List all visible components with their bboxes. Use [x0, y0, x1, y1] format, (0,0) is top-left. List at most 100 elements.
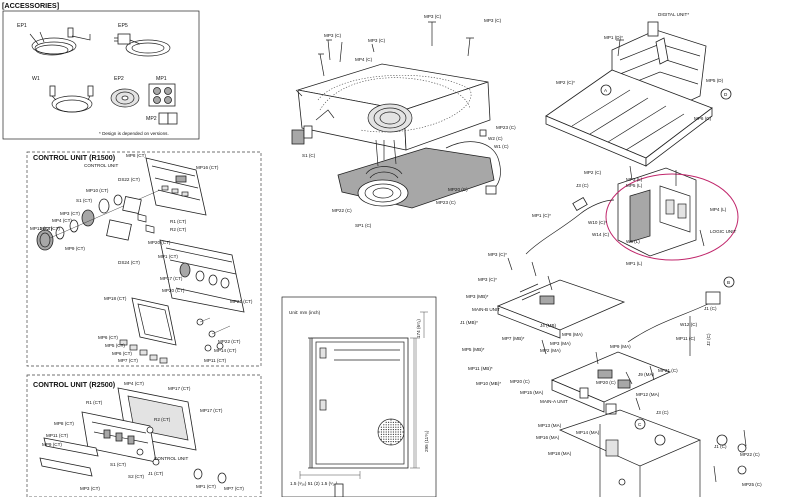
grille-hole	[390, 433, 392, 435]
grille-hole	[392, 431, 394, 433]
speaker-grille	[378, 419, 404, 445]
grille-hole	[400, 431, 402, 433]
lcd-bar-part	[39, 437, 99, 477]
grille-hole	[383, 433, 385, 435]
part-label: MP3 (C)*	[478, 277, 497, 282]
part-label: MP11 (MB)*	[468, 366, 493, 371]
grille-hole	[390, 419, 392, 421]
part-label: MP12 (MA)	[636, 392, 660, 397]
grille-hole	[395, 424, 397, 426]
part-label: MP21 (C)	[658, 368, 678, 373]
part-label: MP6 (CT)	[98, 335, 118, 340]
screw-part	[136, 426, 227, 484]
part-label: MP5 (CT)	[105, 343, 125, 348]
grille-hole	[385, 421, 387, 423]
knob-part	[36, 189, 161, 251]
chassis-frame-part	[559, 409, 701, 497]
part-label: MP4 (L)	[710, 207, 727, 212]
part-label: R2 (CT)	[154, 417, 171, 422]
grille-hole	[395, 433, 397, 435]
part-label: MP20 (CT)	[162, 288, 185, 293]
control-r1500-title: CONTROL UNIT (R1500)	[33, 153, 116, 162]
part-label: MP10 (MB)*	[476, 381, 501, 386]
grille-hole	[383, 431, 385, 433]
grille-hole	[395, 421, 397, 423]
accessory-label: MP1	[156, 76, 167, 82]
part-label: MP20 (C)	[448, 187, 468, 192]
part-label: MP6 (C)	[694, 116, 712, 121]
dimension-side-a: 174 (6⁷⁄₈)	[416, 319, 421, 338]
grille-hole	[395, 431, 397, 433]
part-label: MP14 (CT)	[214, 348, 237, 353]
callout-c: C	[638, 422, 642, 427]
part-label: MP22 (C)	[740, 452, 760, 457]
part-label: MP25 (C)	[742, 482, 762, 487]
part-label: MP22 (CT)	[218, 339, 241, 344]
grille-hole	[390, 438, 392, 440]
part-label: R2 (CT)	[170, 227, 187, 232]
dimension-unit: Unit: mm (inch)	[289, 310, 321, 315]
grille-hole	[397, 438, 399, 440]
grille-hole	[388, 429, 390, 431]
mp1-rubber-feet-icon	[148, 83, 176, 107]
grille-hole	[388, 431, 390, 433]
grille-hole	[390, 436, 392, 438]
part-label: MP3 (CT)	[80, 486, 100, 491]
part-label: J3 (C)	[576, 183, 589, 188]
grille-hole	[400, 424, 402, 426]
part-label: MP1 (L)	[626, 261, 643, 266]
grille-hole	[390, 424, 392, 426]
ep5-ac-adapter-icon	[114, 33, 171, 57]
part-label: MP8 (CT)	[54, 421, 74, 426]
grille-hole	[390, 429, 392, 431]
part-label: J1 (MB)*	[460, 320, 478, 325]
grille-hole	[380, 438, 382, 440]
grille-hole	[390, 443, 392, 445]
grille-hole	[380, 426, 382, 428]
part-label: J1 (C)	[714, 444, 727, 449]
grille-hole	[395, 441, 397, 443]
part-label: MP23 (C)	[496, 125, 516, 130]
part-label: MP21 (CT)	[230, 299, 253, 304]
part-label: S1 (C)	[302, 153, 316, 158]
grille-hole	[400, 436, 402, 438]
part-label: DS22 (CT)	[118, 177, 140, 182]
grille-hole	[397, 426, 399, 428]
accessory-label: EP1	[17, 23, 27, 29]
screw-part	[507, 39, 747, 483]
part-label: MP4 (CT)	[52, 218, 72, 223]
dimension-drawing-panel: Unit: mm (inch) 174 (6⁷⁄₈) 295 (11⁵⁄₈) 1…	[281, 296, 437, 497]
grille-hole	[397, 421, 399, 423]
part-label: MP17 (CT)	[160, 276, 183, 281]
part-label: MP17 (CT)	[200, 408, 223, 413]
grille-hole	[400, 433, 402, 435]
grille-hole	[390, 441, 392, 443]
part-label: MP3 (MB)*	[466, 294, 489, 299]
part-label: S1 (CT)	[76, 198, 93, 203]
part-label: MP13 (MA)	[538, 423, 562, 428]
part-label: MP7 (CT)	[118, 358, 138, 363]
accessory-label: MP2	[146, 116, 157, 122]
grille-hole	[388, 421, 390, 423]
screw-part	[295, 21, 474, 167]
bottom-panel-part	[131, 297, 177, 346]
accessories-title: [ACCESSORIES]	[2, 1, 59, 10]
grille-hole	[392, 441, 394, 443]
callout-a: A	[604, 88, 608, 93]
part-label: MP22 (C)	[332, 208, 352, 213]
grille-hole	[392, 426, 394, 428]
top-cover-assembly: MP3 (C) MP3 (C) MP3 (C) MP3 (C) MP4 (C) …	[291, 14, 516, 228]
part-label: MP4 (CT)	[124, 381, 144, 386]
part-label: W2 (C)	[488, 136, 503, 141]
display-window-part	[106, 219, 132, 241]
part-label: J1 (C)	[704, 306, 717, 311]
part-label: MP2 (C)	[584, 170, 602, 175]
part-label: MP5 (MB)*	[462, 347, 485, 352]
switch-part	[137, 213, 155, 234]
part-label: MP16 (CT)	[196, 165, 219, 170]
grille-hole	[380, 433, 382, 435]
part-label: MP20 (CT)	[148, 240, 171, 245]
part-label: MP3 (L)	[626, 177, 643, 182]
grille-hole	[383, 438, 385, 440]
